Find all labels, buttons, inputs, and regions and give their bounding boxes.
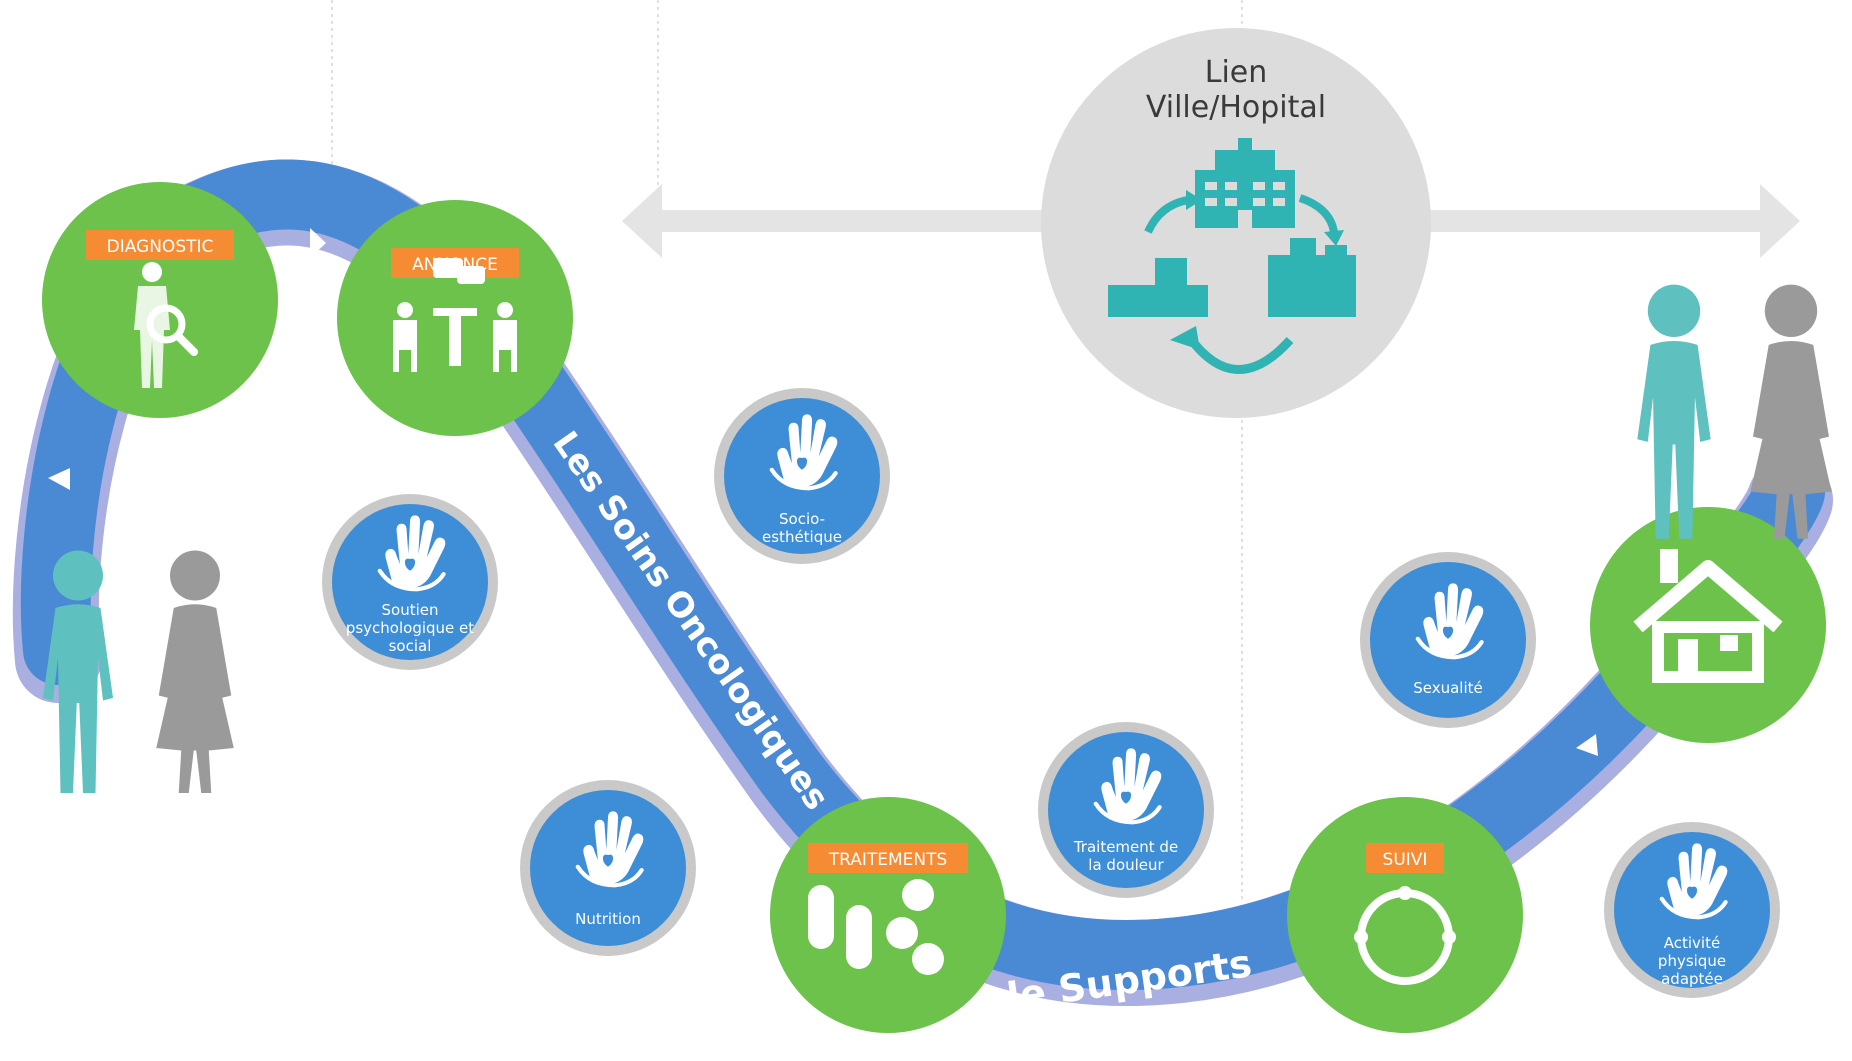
support-label: Soutien bbox=[382, 601, 439, 619]
step-diagnostic: DIAGNOSTIC bbox=[42, 182, 278, 418]
consultation-icon bbox=[393, 258, 517, 372]
couple-icon bbox=[156, 550, 234, 793]
step-suivi: SUIVI bbox=[1287, 797, 1523, 1033]
guide-lines bbox=[331, 0, 1243, 900]
support-label: Traitement de bbox=[1073, 838, 1178, 856]
pills-icon bbox=[808, 879, 944, 975]
support-label: physique bbox=[1658, 952, 1726, 970]
support-socio: Socio-esthétique bbox=[714, 388, 890, 564]
step-label-badge bbox=[1366, 843, 1444, 873]
support-label: psychologique et bbox=[346, 619, 474, 637]
step-disc bbox=[1287, 797, 1523, 1033]
arrow-icon bbox=[1576, 734, 1598, 756]
step-circles: DIAGNOSTIC ANNONCE TRAITEMENTS SUIVI bbox=[42, 182, 1826, 1033]
couple-start bbox=[43, 550, 234, 793]
arrow-icon bbox=[310, 228, 326, 258]
step-home bbox=[1590, 507, 1826, 743]
house-icon bbox=[1633, 549, 1783, 683]
support-label: Sexualité bbox=[1413, 679, 1483, 697]
arrow-icon bbox=[48, 468, 70, 490]
support-label: esthétique bbox=[762, 528, 842, 546]
path-direction-arrows bbox=[48, 228, 1598, 756]
hub-title-line2: Ville/Hopital bbox=[1146, 90, 1326, 125]
cycle-icon bbox=[1354, 886, 1456, 985]
step-label-badge bbox=[86, 230, 234, 260]
step-label: SUIVI bbox=[1383, 850, 1428, 870]
body-magnifier-icon bbox=[134, 262, 198, 388]
step-traitements: TRAITEMENTS bbox=[770, 797, 1006, 1033]
support-nutrition: Nutrition bbox=[520, 780, 696, 956]
step-label-badge bbox=[808, 843, 968, 873]
couple-icon bbox=[1637, 284, 1711, 539]
hospital-city-cycle-icon bbox=[1108, 138, 1356, 374]
couple-end bbox=[1637, 284, 1832, 539]
hub-title-line1: Lien bbox=[1205, 55, 1268, 90]
step-label: DIAGNOSTIC bbox=[107, 237, 214, 257]
support-label: adaptée bbox=[1661, 970, 1723, 988]
support-label: Activité bbox=[1664, 934, 1720, 952]
step-label: TRAITEMENTS bbox=[828, 850, 948, 870]
city-hospital-hub: Lien Ville/Hopital bbox=[1041, 28, 1431, 418]
support-label: social bbox=[389, 637, 432, 655]
support-sexualite: Sexualité bbox=[1360, 552, 1536, 728]
support-label: Socio- bbox=[779, 510, 825, 528]
step-annonce: ANNONCE bbox=[337, 200, 573, 436]
support-label: Nutrition bbox=[575, 910, 641, 928]
support-label: la douleur bbox=[1088, 856, 1164, 874]
step-disc bbox=[770, 797, 1006, 1033]
